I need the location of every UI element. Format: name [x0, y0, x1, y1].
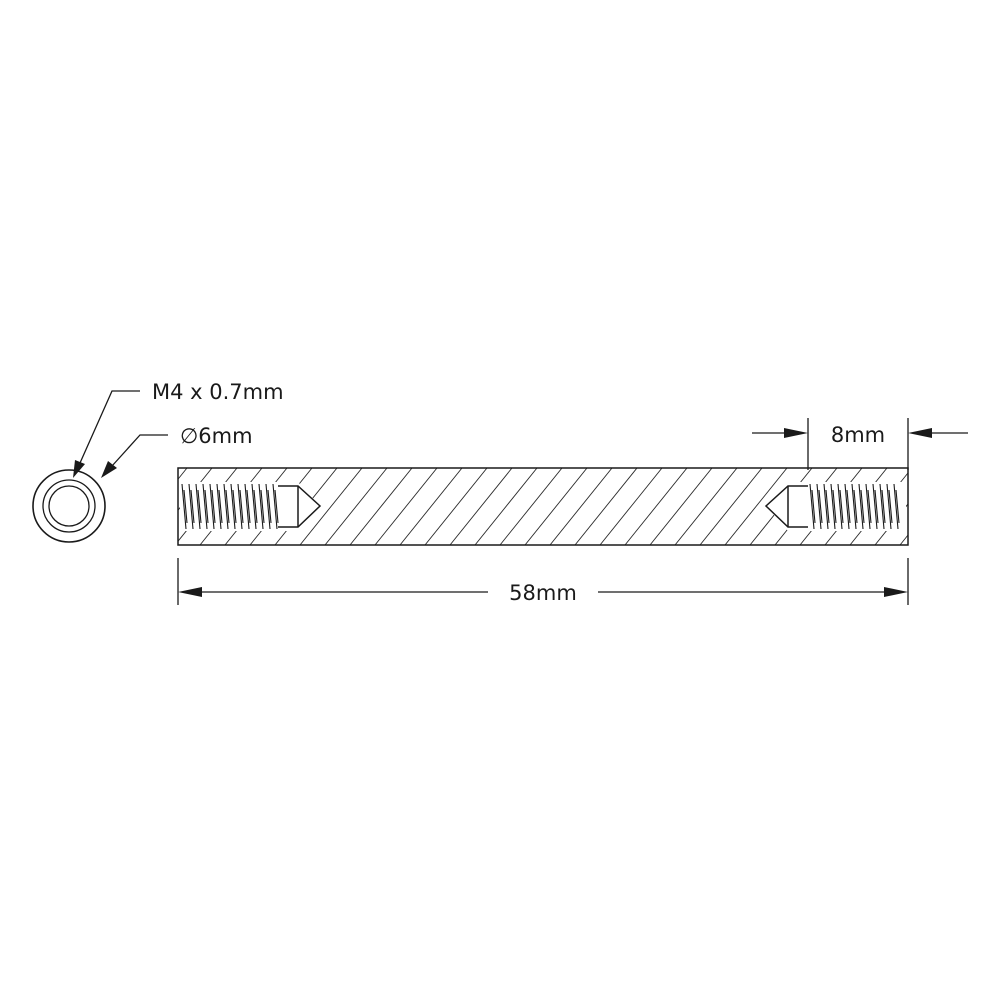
right-thread-hole — [809, 483, 900, 530]
thread-depth-dimension — [752, 418, 968, 470]
end-view-bore-circle — [48, 485, 90, 527]
right-drill-point — [764, 485, 808, 528]
thread-spec-label: M4 x 0.7mm — [152, 380, 284, 404]
thread-depth-label: 8mm — [831, 423, 885, 447]
end-view-thread-major-circle — [42, 479, 96, 533]
section-hatching — [178, 468, 908, 545]
overall-length-label: 58mm — [509, 581, 577, 605]
overall-length-dimension — [177, 558, 909, 605]
diameter-label: ∅6mm — [180, 424, 253, 448]
standoff-body-outline — [177, 467, 909, 546]
diameter-leader — [101, 434, 168, 478]
left-thread-hole — [181, 483, 279, 530]
thread-spec-leader — [73, 390, 140, 478]
end-view — [32, 469, 106, 543]
standoff-section-view — [177, 467, 909, 546]
left-drill-point — [278, 485, 322, 528]
end-view-outer-circle — [32, 469, 106, 543]
